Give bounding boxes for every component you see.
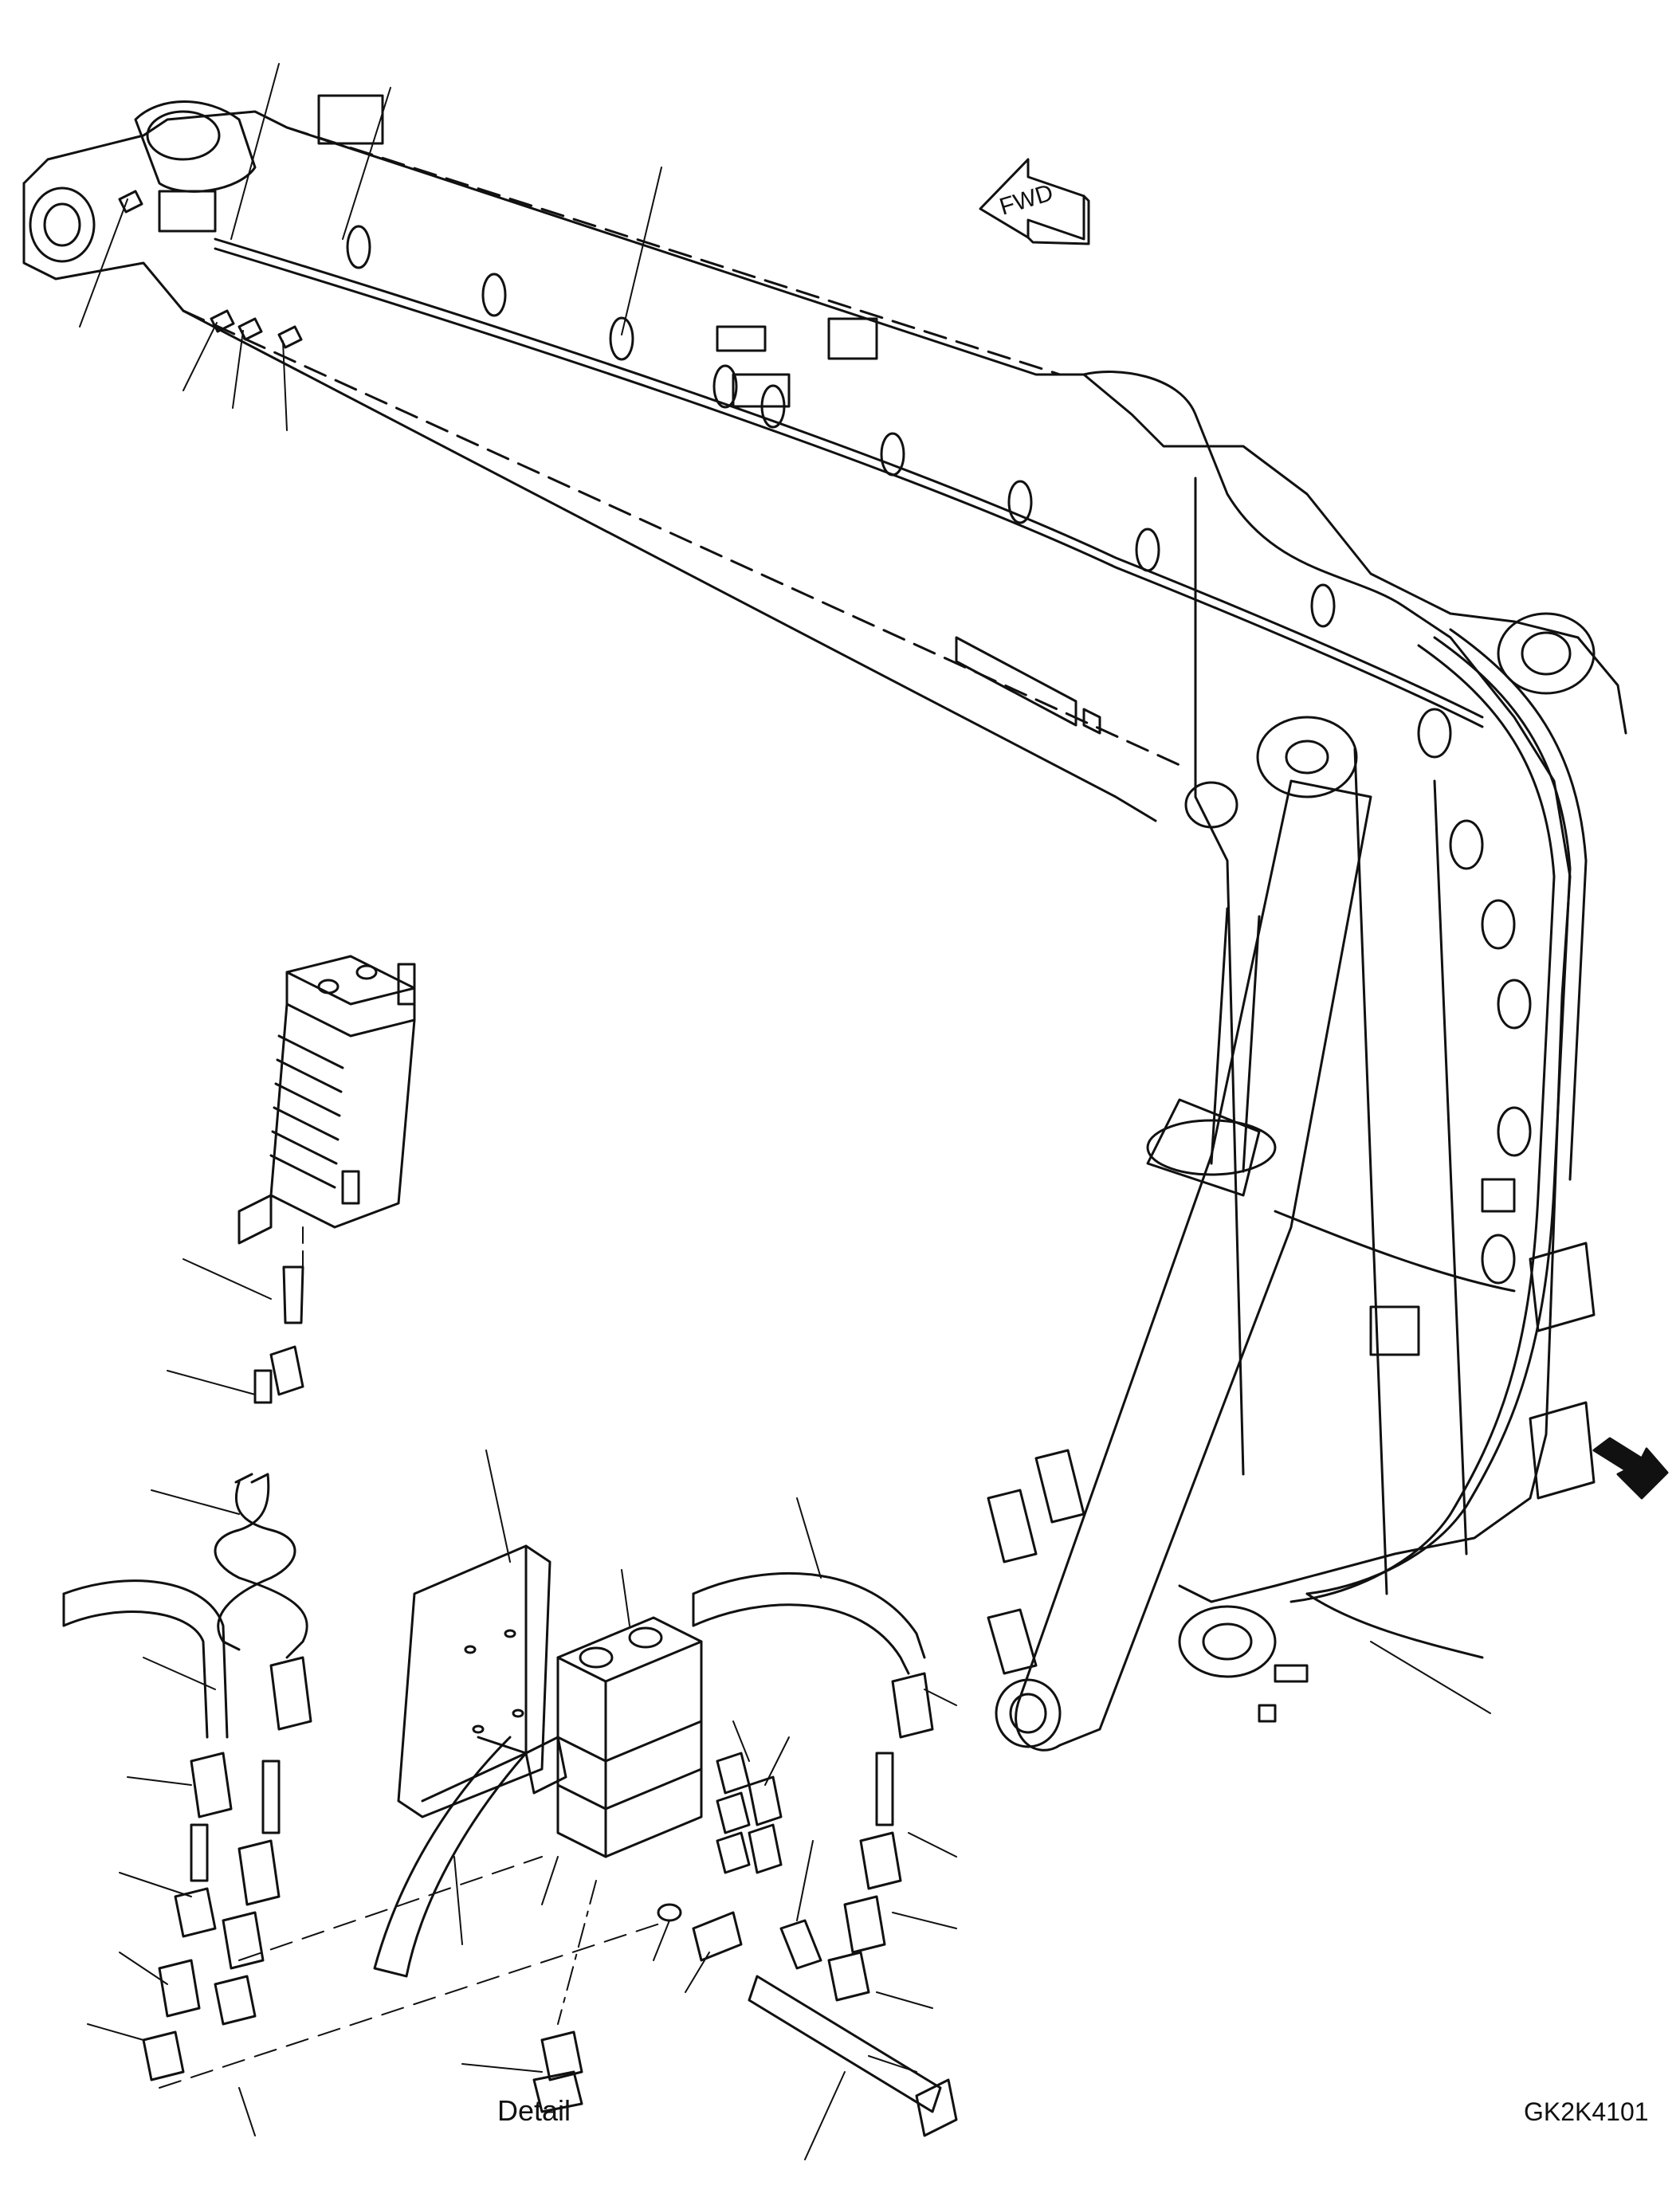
detail-caption: Detail [497,2094,571,2127]
detail-exploded-view [62,955,958,2160]
fwd-label: FWD [996,179,1056,221]
fwd-arrow-icon [979,158,1090,245]
boom-assembly [22,63,1627,1752]
drawing-number: GK2K4101 [1524,2097,1649,2126]
view-direction-arrow-icon [1592,1437,1669,1500]
